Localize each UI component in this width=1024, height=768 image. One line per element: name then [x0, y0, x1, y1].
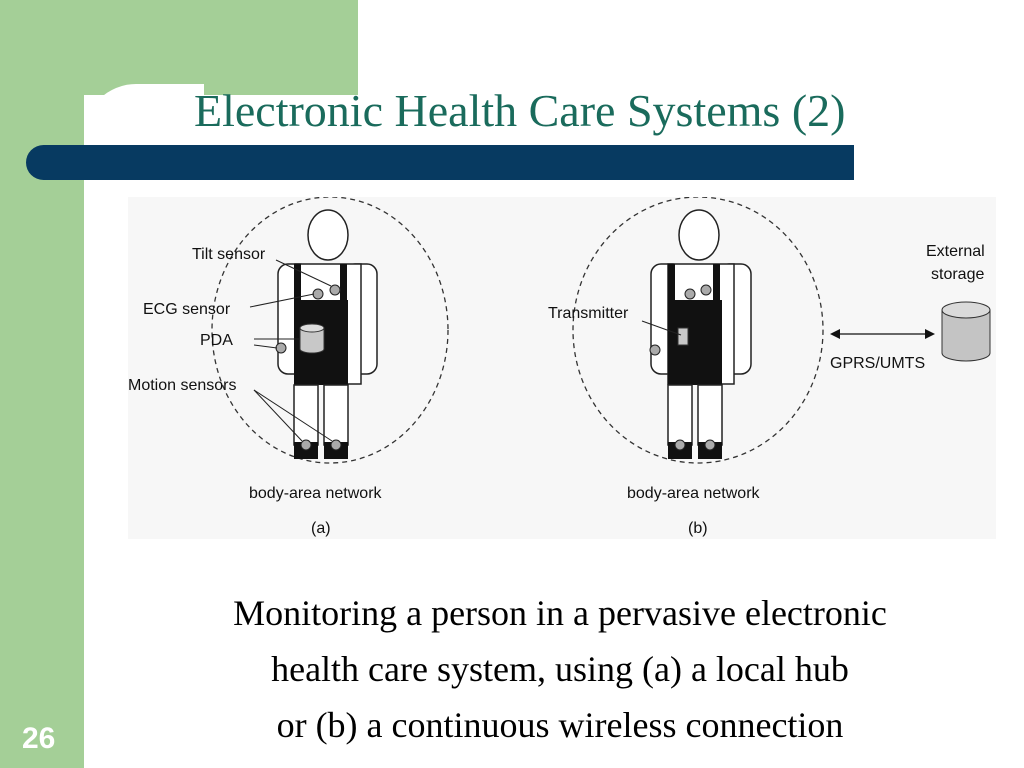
leader-lines-a — [249, 259, 333, 442]
health-care-diagram: Tilt sensor ECG sensor PDA Motion sensor… — [128, 197, 996, 539]
motion-sensors-label: Motion sensors — [128, 377, 237, 394]
tilt-sensor-dot — [329, 284, 341, 296]
gprs-arrow — [830, 329, 935, 339]
arm-sensor-dot-a — [275, 342, 287, 354]
body-area-network-boundary-a — [211, 197, 449, 464]
pda-label: PDA — [200, 332, 233, 349]
arm-sensor-dot-b — [649, 344, 661, 356]
subfigure-label-a: (a) — [311, 520, 331, 537]
transmitter-device — [677, 327, 689, 346]
chest-sensor-dot-b2 — [684, 288, 696, 300]
external-storage-label-line1: External — [926, 243, 985, 260]
tilt-sensor-label: Tilt sensor — [192, 246, 266, 263]
ankle-sensor-dot-b-right — [704, 439, 716, 451]
ecg-sensor-dot — [312, 288, 324, 300]
caption-line-1: Monitoring a person in a pervasive elect… — [233, 593, 887, 633]
pda-device — [299, 323, 325, 354]
person-figure-a — [277, 209, 378, 459]
slide-caption: Monitoring a person in a pervasive elect… — [130, 585, 990, 753]
transmitter-label: Transmitter — [548, 305, 629, 322]
chest-sensor-dot-b1 — [700, 284, 712, 296]
caption-line-3: or (b) a continuous wireless connection — [276, 705, 844, 745]
body-area-network-label-a: body-area network — [249, 485, 383, 502]
external-storage-label-line2: storage — [931, 266, 984, 283]
page-number: 26 — [22, 722, 56, 755]
body-area-network-label-b: body-area network — [627, 485, 761, 502]
caption-line-2: health care system, using (a) a local hu… — [271, 649, 849, 689]
person-figure-b — [650, 209, 752, 459]
title-bar — [26, 145, 854, 180]
transmitter-leader-line — [641, 320, 682, 336]
side-panel-left — [0, 0, 84, 768]
ankle-sensor-dot-b-left — [674, 439, 686, 451]
body-area-network-boundary-b — [572, 197, 824, 464]
subfigure-label-b: (b) — [688, 520, 708, 537]
figure-b: Transmitter GPRS/UMTS External storage b… — [548, 197, 991, 537]
slide-title: Electronic Health Care Systems (2) — [194, 85, 846, 136]
ankle-sensor-dot-left — [300, 439, 312, 451]
ecg-sensor-label: ECG sensor — [143, 301, 231, 318]
figure-a: Tilt sensor ECG sensor PDA Motion sensor… — [128, 197, 449, 537]
gprs-umts-label: GPRS/UMTS — [830, 355, 925, 372]
external-storage-cylinder — [941, 301, 991, 362]
ankle-sensor-dot-right — [330, 439, 342, 451]
